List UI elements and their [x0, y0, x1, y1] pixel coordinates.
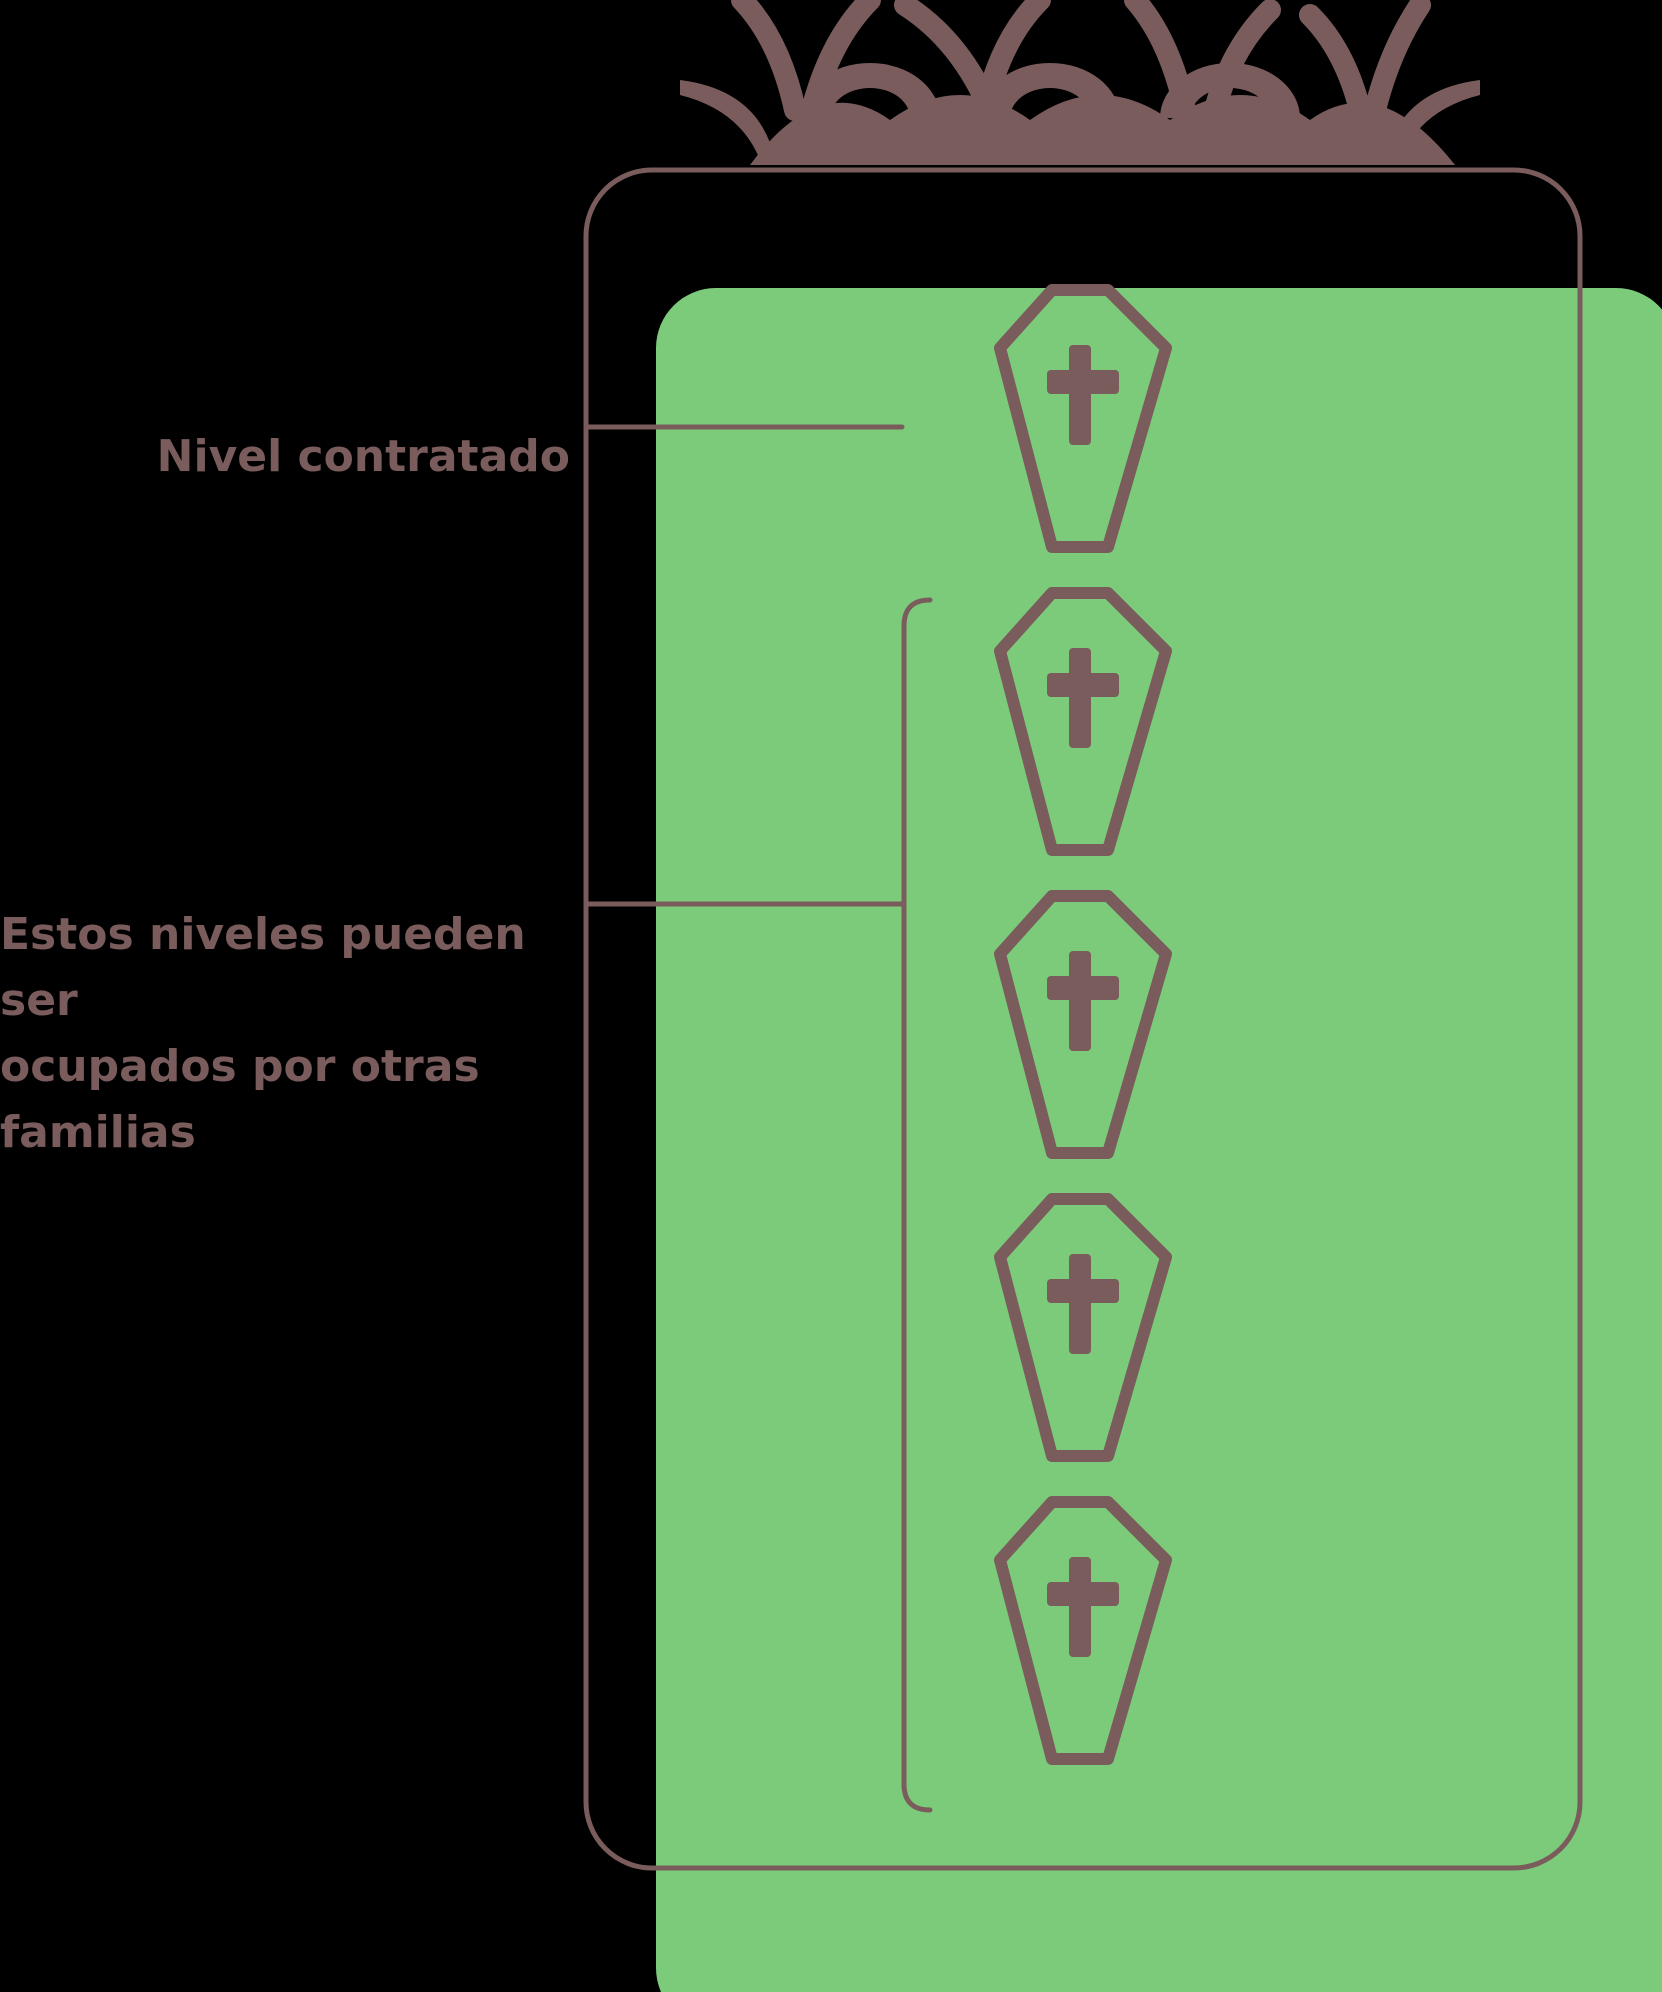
shared-levels-label-line: ocupados por otras — [0, 1041, 480, 1092]
contracted-level-label: Nivel contratado — [156, 431, 570, 482]
vault-outline — [583, 167, 1583, 1871]
shared-levels-label-line: Estos niveles pueden ser — [0, 909, 526, 1026]
shared-levels-bracket — [901, 597, 933, 1813]
ground-area — [656, 288, 1662, 1992]
shared-levels-label-line: familias — [0, 1107, 196, 1158]
plant-icon — [680, 0, 1480, 165]
shared-levels-label: Estos niveles pueden ser ocupados por ot… — [0, 902, 580, 1166]
